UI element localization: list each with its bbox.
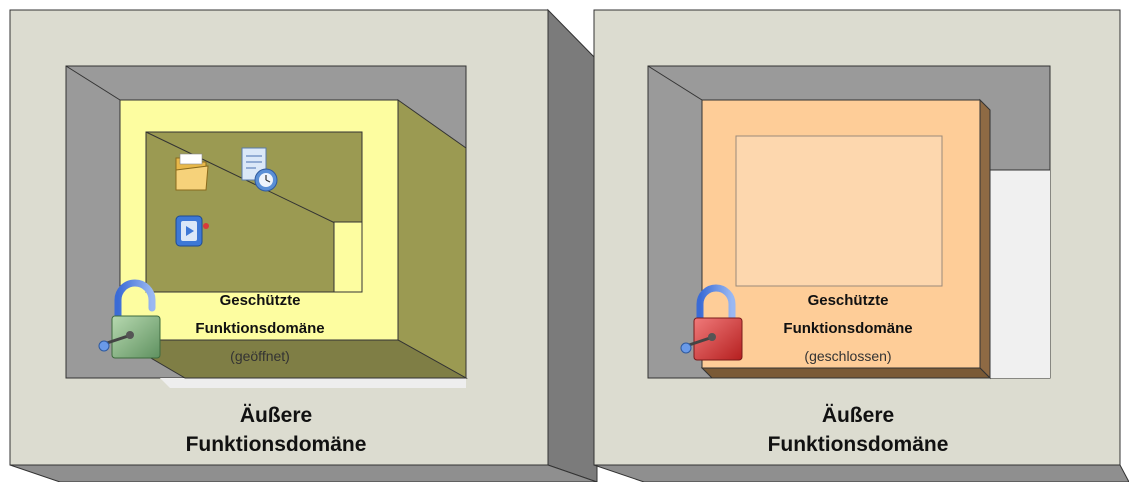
inner-opening-light-left [333, 221, 363, 293]
shaft-light-right [990, 170, 1050, 378]
outer-domain-left: Geschützte Funktionsdomäne (geöffnet) Äu… [9, 8, 598, 482]
inner-label-line3-left: (geöffnet) [230, 348, 290, 364]
outer-label-line2-right: Funktionsdomäne [768, 433, 949, 456]
application-icon [175, 215, 209, 247]
inner-label-line2-left: Funktionsdomäne [195, 320, 324, 337]
lock-open-icon [98, 279, 161, 359]
inner-label-line2-right: Funktionsdomäne [783, 320, 912, 337]
inner-side-left [397, 99, 467, 379]
shaft-edge-right [647, 65, 703, 101]
outer-depth-bottom-left [9, 464, 598, 482]
inner-bottom-right [700, 367, 992, 379]
document-clock-icon [241, 147, 278, 192]
shaft-floor-left [160, 378, 466, 388]
outer-label-line1-left: Äußere [240, 404, 312, 427]
folder-icon [175, 153, 209, 191]
lock-closed-icon [680, 284, 743, 361]
outer-label-line2-left: Funktionsdomäne [186, 433, 367, 456]
inner-opening-edge-left [145, 131, 363, 237]
inner-label-line1-right: Geschützte [808, 292, 889, 309]
outer-label-line1-right: Äußere [822, 404, 894, 427]
outer-depth-bottom-right [593, 464, 1129, 482]
outer-domain-right: Geschützte Funktionsdomäne (geschlossen)… [593, 9, 1129, 482]
outer-depth-side-left [547, 8, 598, 482]
inner-label-line1-left: Geschützte [220, 292, 301, 309]
shaft-edge-left [65, 65, 121, 101]
inner-label-line3-right: (geschlossen) [804, 348, 891, 364]
inner-lid-outline-right [735, 135, 943, 287]
inner-side-right [979, 98, 991, 380]
